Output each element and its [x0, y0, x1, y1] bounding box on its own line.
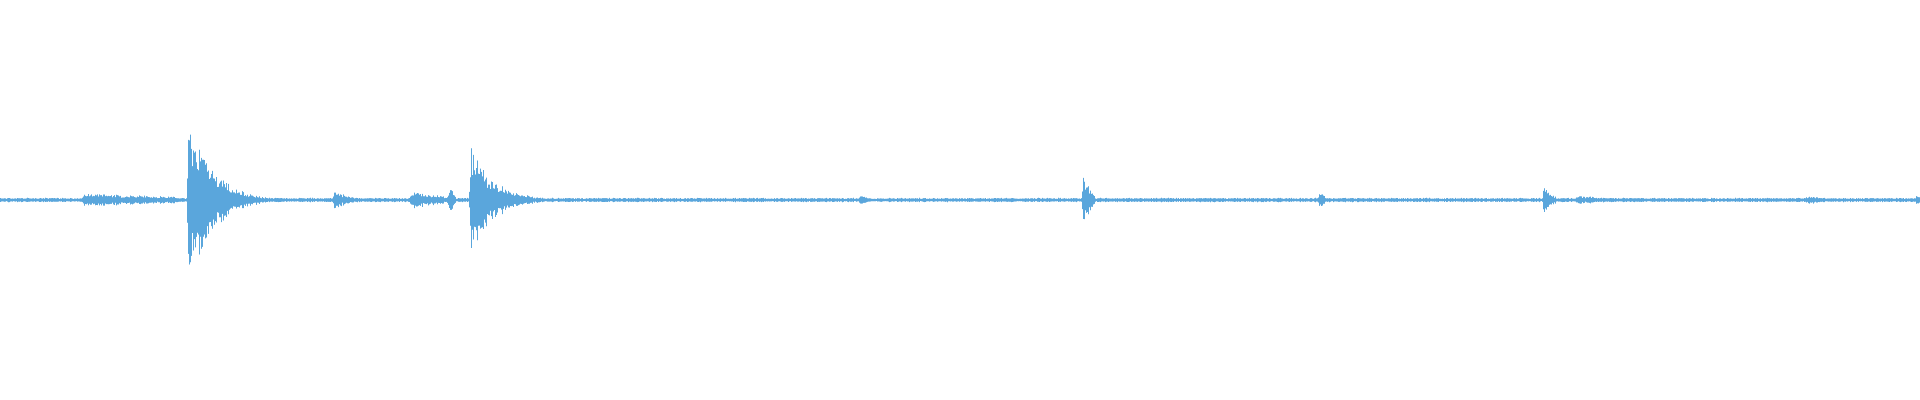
waveform-bars [0, 134, 1920, 265]
